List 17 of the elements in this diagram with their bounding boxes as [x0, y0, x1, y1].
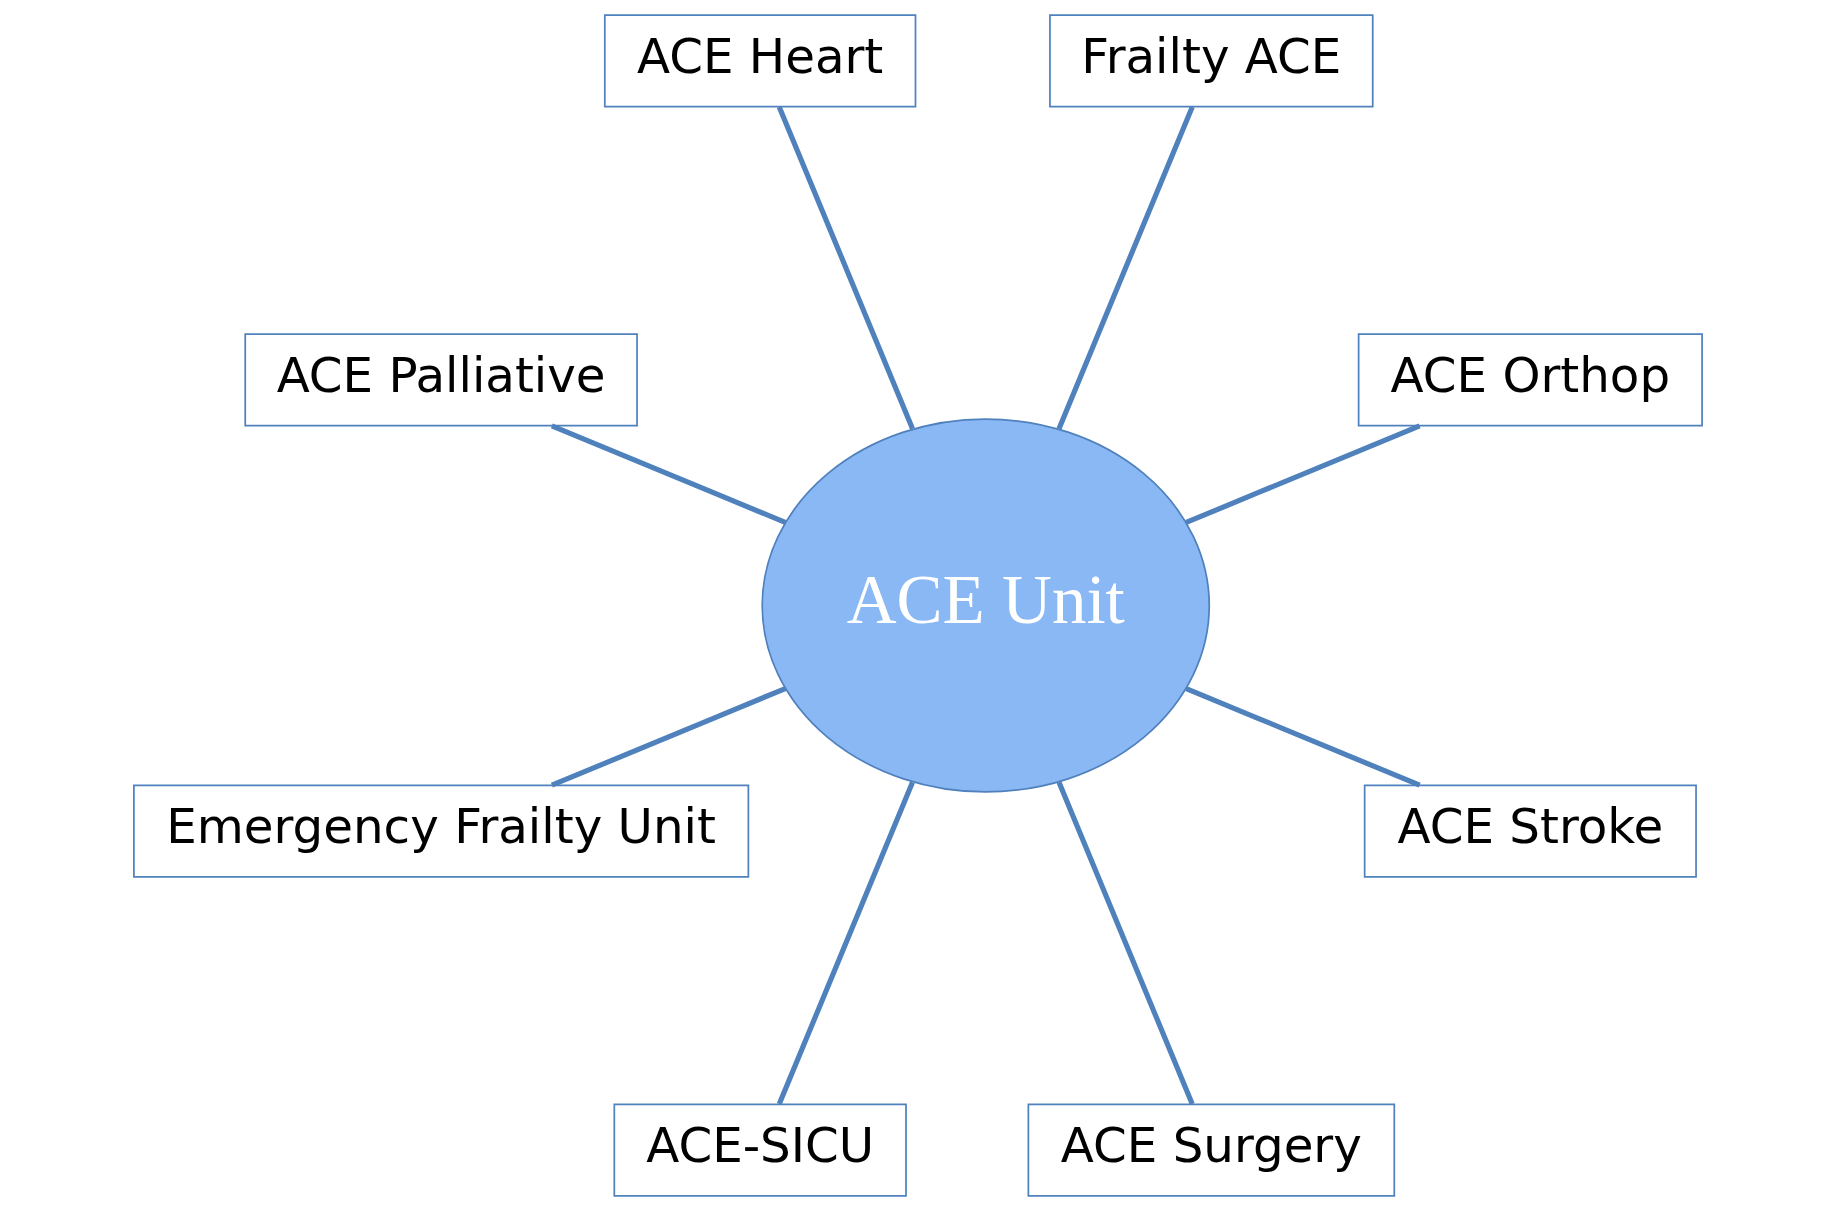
node-box: ACE Orthop	[1357, 333, 1703, 427]
node-box: Emergency Frailty Unit	[132, 784, 749, 878]
connector	[776, 781, 915, 1105]
node-box: ACE Heart	[603, 14, 916, 108]
node-box: ACE Palliative	[243, 333, 638, 427]
connector	[1184, 686, 1421, 788]
connector	[550, 423, 786, 525]
connector	[550, 686, 786, 788]
connector	[1056, 781, 1195, 1106]
node-box: ACE Surgery	[1027, 1103, 1395, 1197]
node-ellipse: ACE Unit	[760, 418, 1210, 793]
node-box: Frailty ACE	[1048, 14, 1374, 108]
connector	[1056, 105, 1195, 430]
connector	[776, 106, 915, 430]
node-box: ACE-SICU	[612, 1103, 907, 1197]
connector	[1184, 423, 1421, 525]
node-box: ACE Stroke	[1363, 784, 1697, 878]
